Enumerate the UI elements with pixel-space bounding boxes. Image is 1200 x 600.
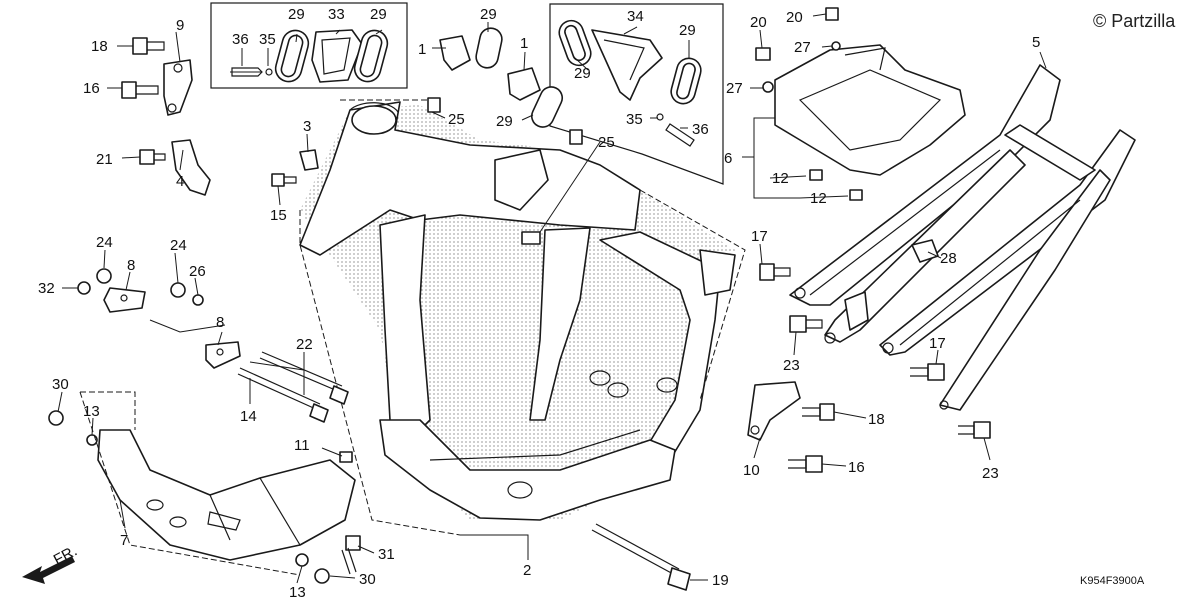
callout-35-right: 35 [626, 111, 643, 128]
callout-29-a: 29 [288, 6, 305, 23]
callout-34: 34 [627, 8, 644, 25]
leader-lines [57, 13, 1047, 584]
callout-10: 10 [743, 462, 760, 479]
callout-29-f: 29 [679, 22, 696, 39]
callout-12-lower: 12 [810, 190, 827, 207]
callout-3: 3 [303, 118, 311, 135]
callout-20-right: 20 [786, 9, 803, 26]
callout-21: 21 [96, 151, 113, 168]
callout-5: 5 [1032, 34, 1040, 51]
callout-29-c: 29 [480, 6, 497, 23]
callout-29-e: 29 [574, 65, 591, 82]
callout-2: 2 [523, 562, 531, 579]
callout-9: 9 [176, 17, 184, 34]
callout-11: 11 [294, 437, 310, 454]
callout-14: 14 [240, 408, 257, 425]
callout-18-left: 18 [91, 38, 108, 55]
callout-16-left: 16 [83, 80, 100, 97]
main-frame [299, 101, 736, 521]
callout-20-left: 20 [750, 14, 767, 31]
callout-36-left: 36 [232, 31, 249, 48]
mount-bracket-assembly [774, 44, 966, 176]
callout-numbers: 9 18 16 21 4 3 15 24 32 8 24 26 8 22 14 … [38, 6, 1040, 600]
callout-17-right: 17 [929, 335, 946, 352]
callout-16-right: 16 [848, 459, 865, 476]
callout-17-left: 17 [751, 228, 768, 245]
callout-18-right: 18 [868, 411, 885, 428]
callout-1-right: 1 [520, 35, 528, 52]
callout-30-lower: 30 [359, 571, 376, 588]
skid-plate [97, 429, 356, 561]
callout-33: 33 [328, 6, 345, 23]
callout-15: 15 [270, 207, 287, 224]
front-direction-arrow: FR. [22, 542, 80, 584]
callout-7: 7 [120, 532, 128, 549]
callout-29-d: 29 [496, 113, 513, 130]
callout-19: 19 [712, 572, 729, 589]
callout-25-right: 25 [598, 134, 615, 151]
callout-32: 32 [38, 280, 55, 297]
diagram-code: K954F3900A [1080, 575, 1145, 587]
callout-27-lower: 27 [726, 80, 743, 97]
callout-35-left: 35 [259, 31, 276, 48]
callout-23-right: 23 [982, 465, 999, 482]
callout-31: 31 [378, 546, 395, 563]
callout-24-right: 24 [170, 237, 187, 254]
callout-1-left: 1 [418, 41, 426, 58]
air-cleaner-parts-box [210, 2, 408, 89]
callout-8-upper: 8 [127, 257, 135, 274]
callout-8-lower: 8 [216, 314, 224, 331]
callout-29-b: 29 [370, 6, 387, 23]
callout-22: 22 [296, 336, 313, 353]
rear-bracket-parts [747, 381, 801, 441]
callout-4: 4 [176, 173, 184, 190]
callout-28: 28 [940, 250, 957, 267]
callout-23-left: 23 [783, 357, 800, 374]
callout-6: 6 [724, 150, 732, 167]
callout-24-left: 24 [96, 234, 113, 251]
callout-36-right: 36 [692, 121, 709, 138]
callout-25-left: 25 [448, 111, 465, 128]
callout-30-upper: 30 [52, 376, 69, 393]
callout-26: 26 [189, 263, 206, 280]
callout-13-upper: 13 [83, 403, 100, 420]
engine-hanger-plates [103, 59, 241, 369]
air-boot-parts [439, 27, 564, 128]
partzilla-watermark: © Partzilla [1093, 11, 1176, 31]
callout-12-upper: 12 [772, 170, 789, 187]
callout-27-upper: 27 [794, 39, 811, 56]
callout-13-lower: 13 [289, 584, 306, 600]
